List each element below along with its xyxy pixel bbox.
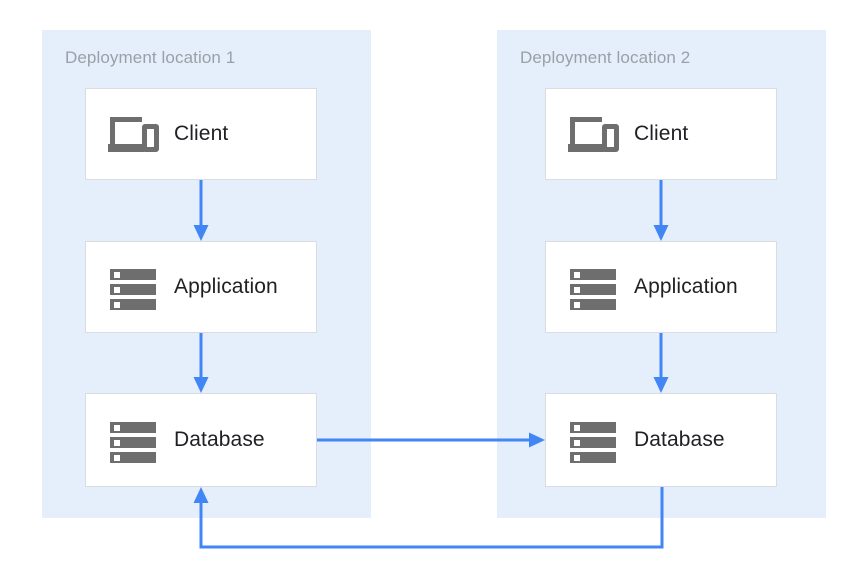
node-application-2[interactable]: Application: [545, 241, 777, 333]
zone-1-title: Deployment location 1: [65, 48, 236, 67]
server-icon: [108, 263, 160, 311]
node-application-1[interactable]: Application: [85, 241, 317, 333]
server-icon: [568, 416, 620, 464]
node-application-2-label: Application: [634, 275, 738, 298]
arrow-application-1-to-database-1: [193, 333, 209, 393]
node-database-1[interactable]: Database: [85, 393, 317, 487]
node-database-1-label: Database: [174, 428, 265, 451]
arrow-database-1-to-database-2: [317, 432, 545, 448]
node-client-2-label: Client: [634, 122, 689, 145]
server-icon: [568, 263, 620, 311]
arrow-client-2-to-application-2: [653, 180, 669, 241]
node-application-1-label: Application: [174, 275, 278, 298]
arrow-application-2-to-database-2: [653, 333, 669, 393]
node-client-1[interactable]: Client: [85, 88, 317, 180]
server-icon: [108, 416, 160, 464]
node-client-1-label: Client: [174, 122, 229, 145]
zone-2-title: Deployment location 2: [520, 48, 691, 67]
node-database-2-label: Database: [634, 428, 725, 451]
arrow-database-2-to-database-1: [193, 487, 664, 549]
node-database-2[interactable]: Database: [545, 393, 777, 487]
client-devices-icon: [108, 110, 160, 158]
arrow-client-1-to-application-1: [193, 180, 209, 241]
client-devices-icon: [568, 110, 620, 158]
node-client-2[interactable]: Client: [545, 88, 777, 180]
